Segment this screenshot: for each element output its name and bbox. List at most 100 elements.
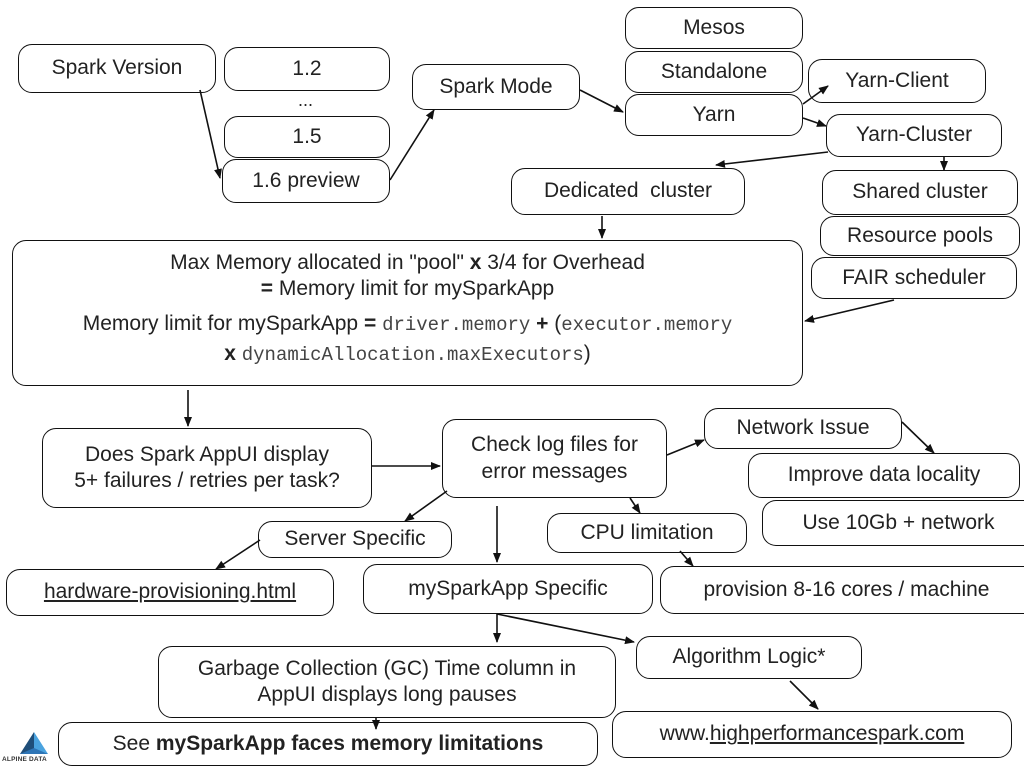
memory-open-paren: ( bbox=[554, 311, 562, 335]
see-memory-limitations-box: See mySparkApp faces memory limitations bbox=[58, 722, 598, 766]
gc-line-1: Garbage Collection (GC) Time column in bbox=[197, 656, 577, 680]
memory-line-2: = Memory limit for mySparkApp bbox=[261, 276, 555, 302]
cpu-limitation-label: CPU limitation bbox=[580, 520, 714, 544]
version-ellipsis: ... bbox=[298, 90, 314, 110]
alpine-data-logo-text: ALPINE DATA bbox=[2, 756, 47, 763]
standalone-box: Standalone bbox=[625, 51, 803, 93]
hardware-provisioning-link[interactable]: hardware-provisioning.html bbox=[43, 580, 297, 604]
mesos-box: Mesos bbox=[625, 7, 803, 49]
fair-scheduler-label: FAIR scheduler bbox=[842, 265, 986, 289]
arrow-mode-to-yarn bbox=[579, 89, 624, 113]
network-issue-label: Network Issue bbox=[736, 416, 870, 440]
arrow-cpu-to-provision bbox=[679, 550, 694, 567]
memory-line-2b: Memory limit for mySparkApp bbox=[273, 277, 555, 301]
arrow-fair-to-memory bbox=[804, 299, 895, 323]
spark-mode-label: Spark Mode bbox=[439, 74, 553, 98]
arrow-yarn-to-cluster bbox=[802, 117, 827, 127]
spark-mode-box: Spark Mode bbox=[412, 64, 580, 110]
memory-limit-box: Max Memory allocated in "pool" x 3/4 for… bbox=[12, 240, 803, 386]
yarn-cluster-box: Yarn-Cluster bbox=[826, 114, 1002, 157]
appui-line-1: Does Spark AppUI display bbox=[85, 442, 329, 466]
memory-equals-2: = bbox=[363, 311, 377, 335]
memory-line-3a: Memory limit for mySparkApp bbox=[82, 311, 364, 335]
memory-close-paren: ) bbox=[583, 342, 591, 366]
dedicated-cluster-box: Dedicated cluster bbox=[511, 168, 745, 215]
logo-left-facet bbox=[20, 732, 34, 754]
yarn-label: Yarn bbox=[692, 102, 736, 126]
arrow-algo-to-hps bbox=[789, 680, 819, 710]
check-logs-box: Check log files for error messages bbox=[442, 419, 667, 498]
yarn-client-box: Yarn-Client bbox=[808, 59, 986, 103]
memory-equals-1: = bbox=[260, 277, 274, 301]
mysparkapp-specific-box: mySparkApp Specific bbox=[363, 564, 653, 614]
dedicated-cluster-label: Dedicated cluster bbox=[543, 179, 713, 203]
driver-memory: driver.memory bbox=[382, 313, 531, 336]
gc-pauses-box: Garbage Collection (GC) Time column in A… bbox=[158, 646, 616, 718]
spark-version-box: Spark Version bbox=[18, 44, 216, 93]
arrow-cluster-to-dedicated bbox=[715, 151, 829, 168]
logs-line-1: Check log files for bbox=[471, 433, 638, 457]
memory-line-3: Memory limit for mySparkApp = driver.mem… bbox=[83, 311, 733, 338]
hps-prefix: www. bbox=[659, 722, 710, 746]
mesos-label: Mesos bbox=[683, 15, 745, 39]
executor-memory: executor.memory bbox=[561, 313, 733, 336]
provision-cores-box: provision 8-16 cores / machine bbox=[660, 566, 1024, 614]
mysparkapp-specific-label: mySparkApp Specific bbox=[408, 576, 608, 600]
server-specific-box: Server Specific bbox=[258, 521, 452, 558]
arrow-server-to-hardware bbox=[215, 539, 261, 570]
memory-times-2: x bbox=[224, 342, 236, 366]
version-1-6-label: 1.6 preview bbox=[252, 168, 360, 192]
logo-base-facet bbox=[20, 748, 48, 754]
arrow-16-to-mode bbox=[389, 109, 435, 181]
yarn-client-label: Yarn-Client bbox=[845, 68, 949, 92]
see-prefix: See bbox=[112, 731, 156, 755]
appui-failures-box: Does Spark AppUI display 5+ failures / r… bbox=[42, 428, 372, 508]
gc-line-2: AppUI displays long pauses bbox=[257, 683, 517, 706]
yarn-box: Yarn bbox=[625, 94, 803, 136]
hardware-link-box: hardware-provisioning.html bbox=[6, 569, 334, 616]
tengb-network-box: Use 10Gb + network bbox=[762, 500, 1024, 546]
alpine-data-logo bbox=[20, 732, 48, 754]
arrow-logs-to-cpu bbox=[629, 497, 641, 514]
arrow-network-to-locality bbox=[901, 421, 935, 454]
shared-cluster-box: Shared cluster bbox=[822, 170, 1018, 215]
resource-pools-label: Resource pools bbox=[847, 223, 993, 247]
cpu-limitation-box: CPU limitation bbox=[547, 513, 747, 553]
memory-line-4: x dynamicAllocation.maxExecutors) bbox=[224, 341, 591, 368]
resource-pools-box: Resource pools bbox=[820, 216, 1020, 256]
algorithm-logic-label: Algorithm Logic* bbox=[672, 645, 826, 669]
standalone-label: Standalone bbox=[660, 59, 768, 83]
network-issue-box: Network Issue bbox=[704, 408, 902, 449]
logs-line-2: error messages bbox=[481, 459, 628, 483]
memory-line-1: Max Memory allocated in "pool" x 3/4 for… bbox=[170, 250, 645, 276]
highperformancespark-link[interactable]: highperformancespark.com bbox=[709, 722, 965, 746]
logo-right-facet bbox=[34, 732, 48, 754]
tengb-network-label: Use 10Gb + network bbox=[802, 510, 995, 534]
algorithm-logic-box: Algorithm Logic* bbox=[636, 636, 862, 679]
version-1-2-label: 1.2 bbox=[292, 56, 322, 80]
data-locality-box: Improve data locality bbox=[748, 453, 1020, 498]
data-locality-label: Improve data locality bbox=[787, 463, 981, 487]
arrow-version-to-16 bbox=[199, 89, 222, 179]
shared-cluster-label: Shared cluster bbox=[852, 180, 988, 204]
memory-line-1a: Max Memory allocated in "pool" bbox=[170, 251, 470, 274]
dynamic-allocation: dynamicAllocation.maxExecutors bbox=[241, 344, 584, 367]
arrow-logs-to-network bbox=[666, 439, 705, 456]
fair-scheduler-box: FAIR scheduler bbox=[811, 257, 1017, 299]
version-1-5-label: 1.5 bbox=[292, 124, 322, 148]
yarn-cluster-label: Yarn-Cluster bbox=[855, 123, 973, 147]
hps-link-box: www.highperformancespark.com bbox=[612, 711, 1012, 758]
version-1-6-box: 1.6 preview bbox=[222, 159, 390, 203]
version-1-5-box: 1.5 bbox=[224, 116, 390, 158]
server-specific-label: Server Specific bbox=[284, 527, 426, 551]
memory-line-1b: 3/4 for Overhead bbox=[481, 251, 645, 274]
arrow-app-to-algo bbox=[496, 613, 635, 645]
version-1-2-box: 1.2 bbox=[224, 47, 390, 91]
appui-line-2: 5+ failures / retries per task? bbox=[74, 469, 340, 492]
provision-cores-label: provision 8-16 cores / machine bbox=[703, 577, 990, 601]
memory-plus: + bbox=[536, 311, 549, 335]
see-bold: mySparkApp faces memory limitations bbox=[155, 731, 544, 755]
memory-times-1: x bbox=[469, 251, 482, 274]
spark-version-label: Spark Version bbox=[51, 56, 183, 80]
arrow-logs-to-server bbox=[404, 490, 448, 522]
